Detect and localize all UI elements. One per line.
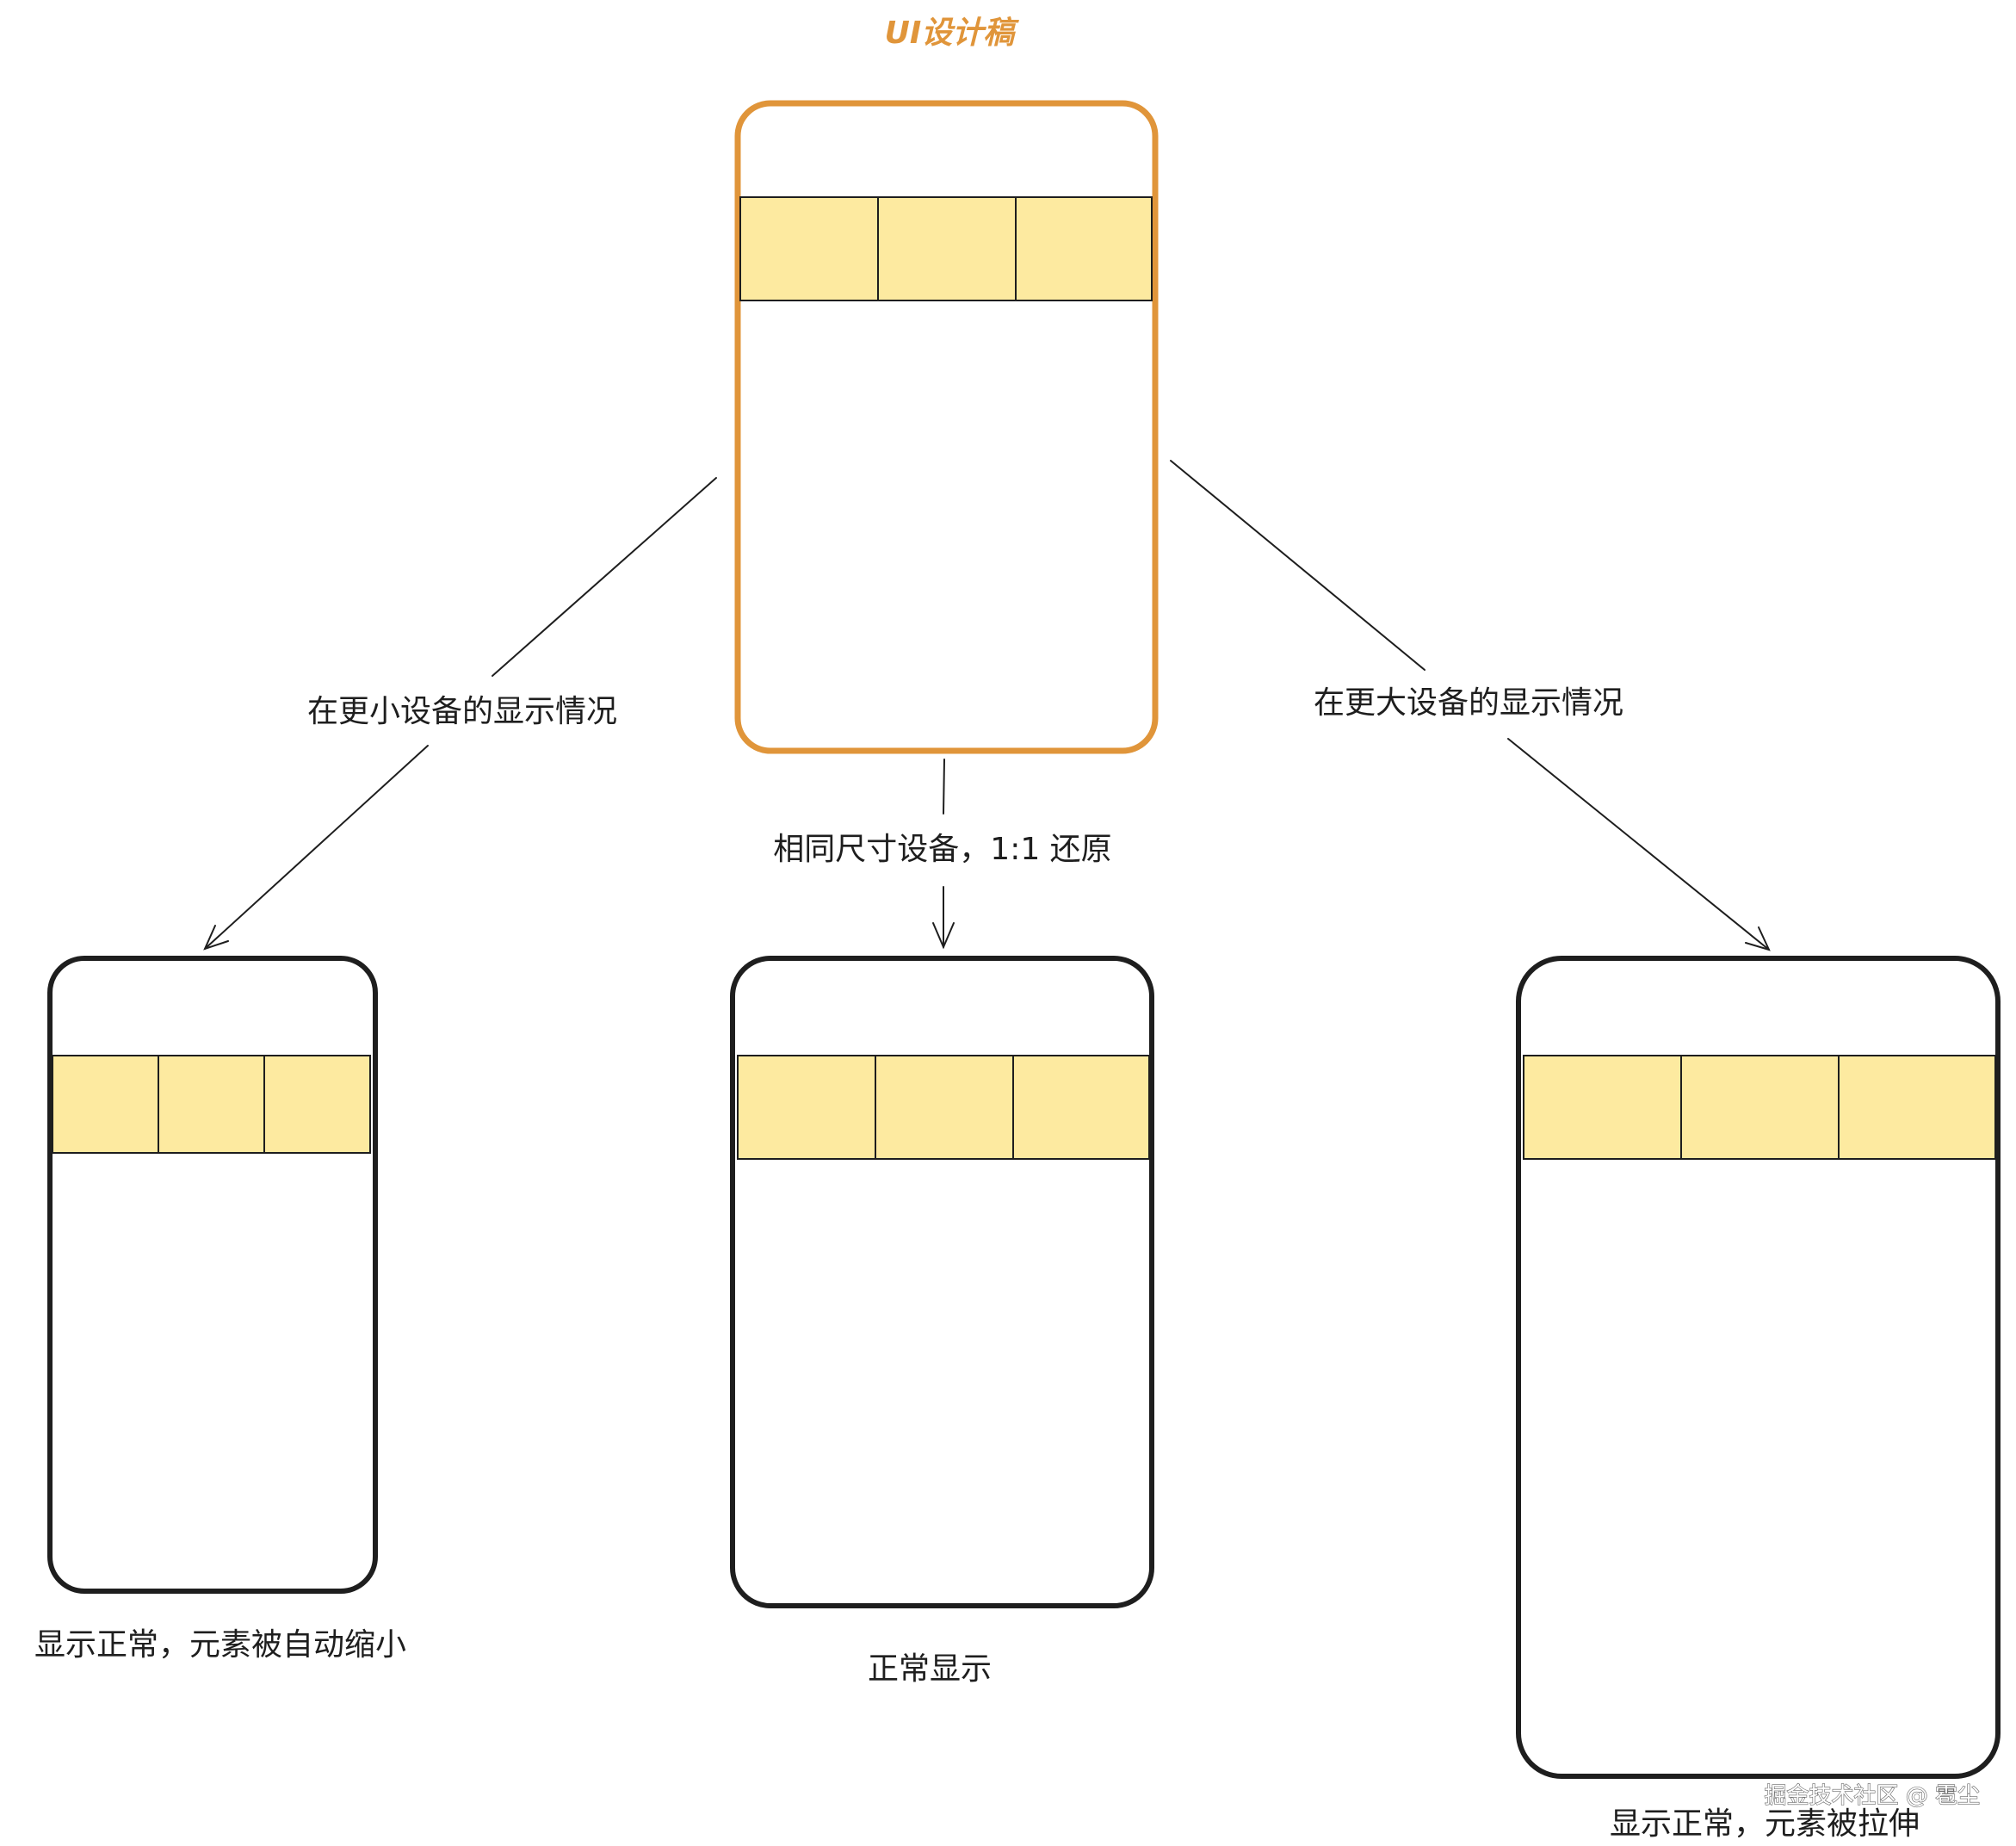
same-cell <box>1012 1055 1150 1160</box>
arrow-label-small: 在更小设备的显示情况 <box>307 694 617 729</box>
arrow-to-large: 在更大设备的显示情况 <box>1170 460 1771 951</box>
design-mockup <box>734 100 1159 754</box>
large-phone-frame <box>1516 956 2001 1779</box>
arrow-line <box>492 477 717 677</box>
large-cell <box>1523 1055 1682 1160</box>
arrow-line <box>943 759 945 815</box>
arrow-label-large: 在更大设备的显示情况 <box>1314 685 1623 721</box>
arrow-line <box>204 745 429 950</box>
same-cell-row <box>737 1055 1150 1160</box>
design-cell <box>877 196 1017 301</box>
small-device-caption: 显示正常，元素被自动缩小 <box>34 1627 406 1663</box>
small-phone-frame <box>47 956 378 1594</box>
large-cell <box>1680 1055 1840 1160</box>
small-cell <box>263 1055 371 1154</box>
same-device-caption: 正常显示 <box>868 1651 992 1687</box>
arrow-label-same: 相同尺寸设备，1:1 还原 <box>773 832 1111 867</box>
small-cell <box>158 1055 265 1154</box>
design-cell <box>739 196 879 301</box>
arrow-head <box>932 922 955 950</box>
design-cell <box>1015 196 1153 301</box>
arrow-line <box>1170 460 1425 671</box>
watermark: 掘金技术社区 @ 雹尘 <box>1764 1783 1980 1809</box>
same-cell <box>875 1055 1014 1160</box>
small-device: 显示正常，元素被自动缩小 <box>34 956 406 1663</box>
large-cell <box>1838 1055 1996 1160</box>
arrow-line <box>1507 738 1770 951</box>
large-cell-row <box>1523 1055 1996 1160</box>
same-cell <box>737 1055 876 1160</box>
large-device-caption: 显示正常，元素被拉伸 <box>1610 1806 1920 1842</box>
arrow-to-small: 在更小设备的显示情况 <box>203 477 717 951</box>
design-cell-row <box>739 196 1153 301</box>
large-device: 显示正常，元素被拉伸 <box>1516 956 2001 1842</box>
arrow-head <box>203 925 229 951</box>
same-device: 正常显示 <box>730 956 1154 1687</box>
small-cell-row <box>52 1055 371 1154</box>
arrow-to-same: 相同尺寸设备，1:1 还原 <box>773 759 1112 950</box>
small-cell <box>52 1055 159 1154</box>
design-title: UI设计稿 <box>885 15 1020 51</box>
arrow-head <box>1745 926 1771 951</box>
